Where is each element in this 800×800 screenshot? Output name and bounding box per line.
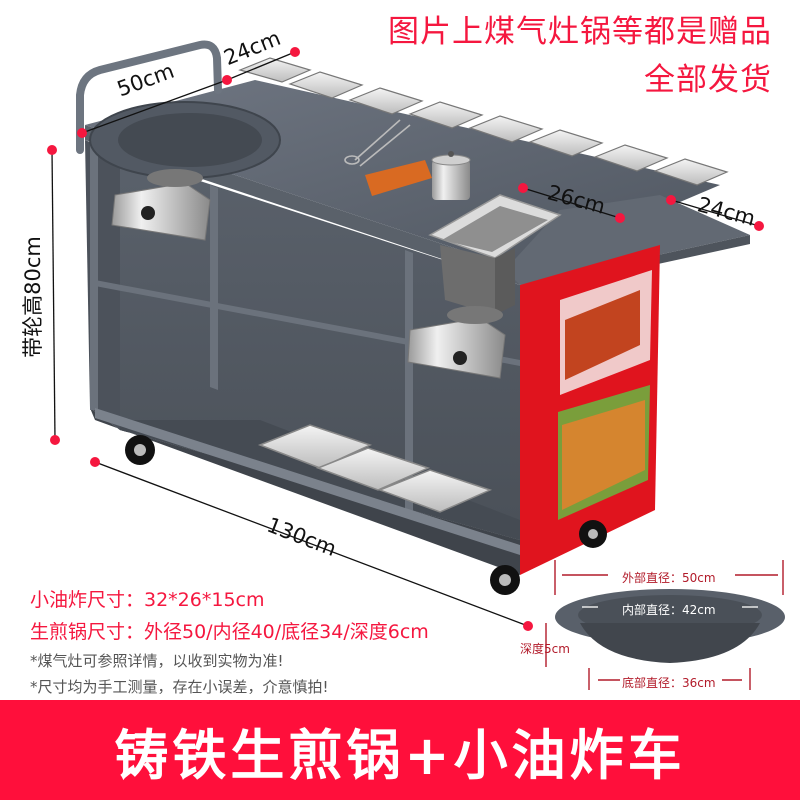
lower-trays [257,424,493,513]
fryer-basin [428,194,562,315]
pan-depth: 深度5cm [520,642,570,656]
promo-gift-note: 图片上煤气灶锅等都是赠品 [388,14,772,50]
side-shelf [505,195,750,285]
pan-inner-diameter: 内部直径：42cm [622,603,716,617]
cart-body [85,140,520,575]
dimension-lines [51,51,760,627]
pan-outer-diameter: 外部直径：50cm [622,571,716,585]
note-measurement: *尺寸均为手工测量，存在小误差，介意慎拍! [30,678,329,696]
product-title: 铸铁生煎锅+小油炸车 [114,723,686,787]
note-stove: *煤气灶可参照详情，以收到实物为准! [30,652,284,670]
red-side-panel [520,245,660,575]
cart-handle [76,40,222,154]
gas-stove-left [111,169,211,241]
tongs [344,119,411,167]
wheels [125,435,607,595]
gas-stove-right [407,306,506,379]
top-trays [238,57,729,186]
steel-cup [431,151,471,200]
spec-pan-size: 生煎锅尺寸：外径50/内径40/底径34/深度6cm [30,621,429,643]
griddle-pan [89,101,281,179]
spec-fryer-size: 小油炸尺寸：32*26*15cm [30,589,265,611]
product-illustration [47,40,764,631]
pan-inset-diagram [545,560,785,690]
promo-all-shipped: 全部发货 [644,62,772,98]
dim-height: 带轮高80cm [21,236,45,358]
pan-bottom-diameter: 底部直径：36cm [622,676,716,690]
product-title-banner: 铸铁生煎锅+小油炸车 [0,700,800,800]
food-card [365,160,432,196]
